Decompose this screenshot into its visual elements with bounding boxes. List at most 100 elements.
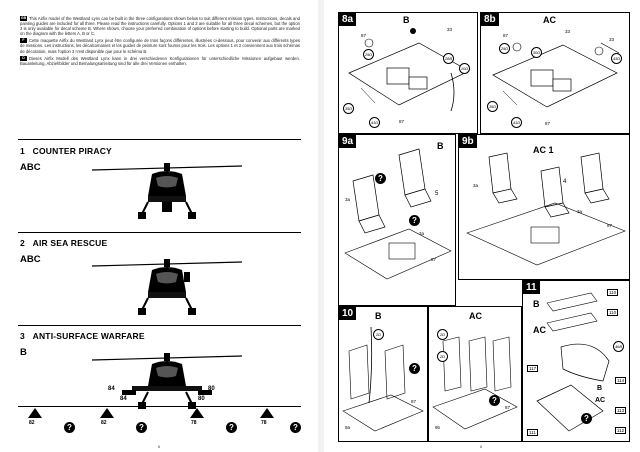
section-2-title: 2 AIR SEA RESCUE xyxy=(20,238,108,248)
part-35d: 35D xyxy=(487,101,498,112)
part-2d-b: 2D xyxy=(437,351,448,362)
variant-label-ac2: AC xyxy=(595,397,606,404)
question-icon: ? xyxy=(489,395,500,406)
step-number: 11 xyxy=(523,281,540,294)
part-87: 87 xyxy=(431,257,437,262)
section-3-title: 3 ANTI-SURFACE WARFARE xyxy=(20,331,145,341)
step-number: 10 xyxy=(339,307,357,320)
part-9b: 9b xyxy=(435,425,441,430)
question-icon: ? xyxy=(409,215,420,226)
variant-label: B xyxy=(403,15,410,25)
part-badge-82b xyxy=(100,408,114,418)
part-43d: 43D xyxy=(611,53,622,64)
flag-f: F xyxy=(20,38,27,44)
part-3a-b: 3a xyxy=(577,209,583,214)
part-5: 5 xyxy=(435,191,439,197)
helicopter-front-view-1 xyxy=(91,163,243,219)
section-2-variants: ABC xyxy=(20,254,41,265)
seat-assembly-9a xyxy=(344,148,452,280)
helicopter-front-view-3 xyxy=(91,353,243,409)
part-28b: 28B xyxy=(443,53,454,64)
part-35d: 35D xyxy=(343,103,354,114)
part-87: 87 xyxy=(361,33,367,38)
variant-label: B xyxy=(437,141,444,151)
part-3a-b: 3a xyxy=(419,231,425,236)
section-rule xyxy=(18,325,301,326)
helicopter-front-view-2 xyxy=(91,259,243,315)
callout-80-right: 80 xyxy=(198,396,205,402)
step-number: 9a xyxy=(339,135,357,148)
part-112: 112 xyxy=(615,427,627,434)
part-badge-78b xyxy=(260,408,274,418)
part-3a: 3a xyxy=(473,183,479,188)
part-33b: 33 xyxy=(609,37,615,42)
part-2d: 2D xyxy=(373,329,384,340)
part-87: 87 xyxy=(503,33,509,38)
part-87b: 87 xyxy=(545,121,551,126)
step-number: 8b xyxy=(481,13,499,26)
part-41d: 41D xyxy=(511,117,522,128)
step-10-panel: 10 B 2D ? 87 9a xyxy=(338,306,428,442)
page-number-right: 6 xyxy=(480,444,483,449)
part-114: 114 xyxy=(615,377,627,384)
part-label-78a: 78 xyxy=(191,420,197,426)
variant-label-b2: B xyxy=(597,385,603,392)
flag-gb: GB xyxy=(20,16,27,21)
part-87b: 87 xyxy=(399,119,405,124)
step-8b-panel: 8b AC 33 87 29D 30D 43D 33 35D 41D 87 xyxy=(480,12,630,134)
part-111: 111 xyxy=(527,429,538,436)
part-46b: 46B xyxy=(613,341,624,352)
part-33: 33 xyxy=(447,27,453,32)
part-10d: 10D xyxy=(459,63,470,74)
variant-label-b: B xyxy=(533,299,540,309)
section-rule xyxy=(18,406,301,407)
section-rule xyxy=(18,232,301,233)
section-1-variants: ABC xyxy=(20,162,41,173)
callout-80-left: 80 xyxy=(208,386,215,392)
part-3a: 3a xyxy=(345,197,351,202)
question-icon: ? xyxy=(136,422,147,433)
part-2d: 2D xyxy=(437,329,448,340)
step-11-panel: 11 B AC B AC 110 110 117 46B 114 113 111… xyxy=(522,280,630,442)
part-117: 117 xyxy=(527,365,539,372)
part-41d: 41D xyxy=(369,117,380,128)
part-label-82a: 82 xyxy=(29,420,35,426)
step-8a-panel: 8a B 33 87 29D 28B 10D 35D 41D 87 xyxy=(338,12,478,134)
callout-84-right: 84 xyxy=(120,396,127,402)
right-page: 8a B 33 87 29D 28B 10D 35D 41D 87 8b AC xyxy=(334,10,630,449)
part-29d: 29D xyxy=(499,43,510,54)
part-87: 87 xyxy=(411,399,417,404)
assembly-diagram-8b xyxy=(492,42,620,108)
part-87: 87 xyxy=(505,405,511,410)
callout-84-left: 84 xyxy=(108,386,115,392)
part-110-b: 110 xyxy=(607,309,619,316)
step-9a-panel: 9a B ? ? 3a 5 3a 87 xyxy=(338,134,456,306)
variant-label: B xyxy=(375,311,382,321)
part-label-78b: 78 xyxy=(261,420,267,426)
variant-label: AC xyxy=(469,311,482,321)
part-87: 87 xyxy=(607,223,613,228)
step-9b-panel: 9b AC 1 3a 4 3a 87 xyxy=(458,134,630,280)
part-badge-78a xyxy=(190,408,204,418)
variant-label: AC 1 xyxy=(533,145,554,155)
question-icon: ? xyxy=(64,422,75,433)
part-badge-82a xyxy=(28,408,42,418)
part-30d: 30D xyxy=(531,47,542,58)
question-icon: ? xyxy=(226,422,237,433)
step-number: 9b xyxy=(459,135,477,148)
part-113: 113 xyxy=(615,407,627,414)
variant-label: AC xyxy=(543,15,556,25)
step-10ac-panel: AC 2D 2D ? 87 9b xyxy=(428,306,522,442)
page-number-left: 6 xyxy=(158,444,161,449)
part-33: 33 xyxy=(565,29,571,34)
seat-frame-10ac xyxy=(432,336,518,430)
section-3-variants: B xyxy=(20,347,27,358)
assembly-diagram-8a xyxy=(348,28,470,112)
question-icon: ? xyxy=(375,173,386,184)
seat-assembly-9b xyxy=(466,152,626,266)
question-icon: ? xyxy=(409,363,420,374)
door-assembly-11 xyxy=(536,292,610,432)
step-number: 8a xyxy=(339,13,357,26)
